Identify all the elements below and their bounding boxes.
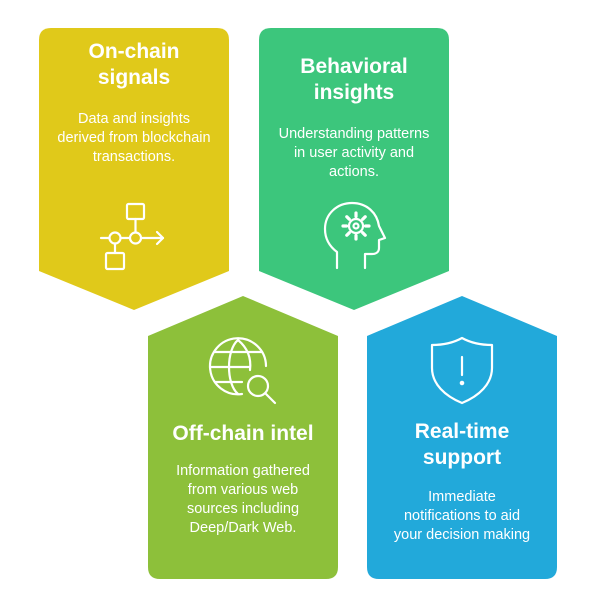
- card-off-chain: Off-chain intel Information gathered fro…: [148, 296, 338, 579]
- card-behavioral: Behavioral insights Understanding patter…: [259, 28, 449, 310]
- globe-search-icon: [208, 337, 277, 405]
- card-title: Real-time support: [414, 420, 510, 469]
- card-description: Data and insights derived from blockchai…: [57, 111, 211, 165]
- card-description: Immediate notifications to aid your deci…: [393, 489, 531, 543]
- card-description: Understanding patterns in user activity …: [278, 126, 430, 180]
- card-title: On-chain signals: [88, 40, 180, 89]
- card-on-chain-shape: [39, 28, 229, 310]
- head-gear-icon: [323, 201, 387, 270]
- card-title: Behavioral insights: [300, 55, 408, 104]
- card-real-time: Real-time support Immediate notification…: [367, 296, 557, 579]
- flowchart-icon: [99, 202, 165, 271]
- card-shape-fill: [148, 296, 338, 579]
- card-off-chain-shape: [148, 296, 338, 579]
- card-shape-fill: [259, 28, 449, 310]
- card-real-time-shape: [367, 296, 557, 579]
- card-behavioral-shape: [259, 28, 449, 310]
- card-on-chain: On-chain signals Data and insights deriv…: [39, 28, 229, 310]
- card-shape-fill: [39, 28, 229, 310]
- shield-alert-icon: [430, 336, 494, 405]
- card-shape-fill: [367, 296, 557, 579]
- card-title: Off-chain intel: [172, 422, 314, 445]
- card-description: Information gathered from various web so…: [176, 463, 310, 536]
